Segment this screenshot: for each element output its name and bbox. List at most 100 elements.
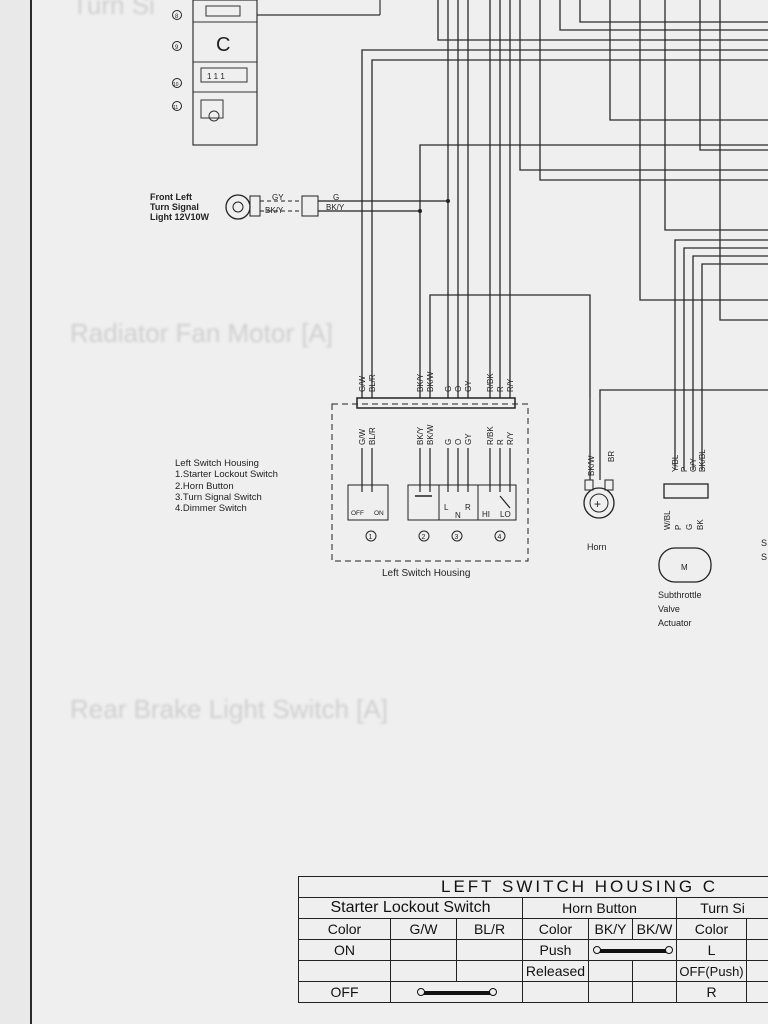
wire-label: R xyxy=(496,386,505,392)
left-switch-housing-table: LEFT SWITCH HOUSING C Starter Lockout Sw… xyxy=(297,876,768,1009)
wire-label: GY xyxy=(464,380,473,392)
wire-label: R/BK xyxy=(486,373,495,392)
empty-cell xyxy=(745,960,768,982)
motor-icon xyxy=(658,547,712,583)
turn-l-label: L xyxy=(444,503,449,512)
dimmer-contact-icon xyxy=(499,495,511,509)
actuator-wire-label: G/Y xyxy=(689,458,698,472)
horn-wire-bkw: BK/W xyxy=(587,455,596,476)
housing-wire-label: G xyxy=(444,439,453,445)
ghost-title-radiator: Radiator Fan Motor [A] xyxy=(70,318,333,348)
housing-legend: Left Switch Housing 1.Starter Lockout Sw… xyxy=(175,458,278,514)
empty-cell xyxy=(456,939,523,961)
wire-label: G/W xyxy=(358,376,367,392)
meter-markers: 8 9 10 11 xyxy=(172,10,182,111)
housing-connector xyxy=(356,397,516,409)
meter-indicator-glyph: 1 1 1 xyxy=(207,72,225,81)
continuity-bar-icon xyxy=(592,946,673,955)
wire-label: G xyxy=(444,386,453,392)
housing-caption: Left Switch Housing xyxy=(382,568,470,579)
off-cell: OFF xyxy=(298,981,391,1003)
marker-9: 9 xyxy=(175,45,179,51)
marker-8: 8 xyxy=(175,14,179,20)
left-switch-housing: G/W BL/R BK/Y BK/W G O GY R/BK R R/Y OFF… xyxy=(331,397,529,579)
edge-text: S xyxy=(761,538,767,548)
connector-icon xyxy=(301,195,319,217)
table-title: LEFT SWITCH HOUSING C xyxy=(297,876,768,898)
turn-signal-label-2: Turn Signal xyxy=(150,202,199,212)
ghost-title-rear-brake: Rear Brake Light Switch [A] xyxy=(70,694,388,724)
on-label: ON xyxy=(374,510,384,517)
empty-cell xyxy=(588,981,633,1003)
wire-bundle xyxy=(361,0,768,470)
wire-label: BK/Y xyxy=(416,373,425,392)
motor-label: M xyxy=(681,563,688,572)
actuator-label-3: Actuator xyxy=(658,618,692,628)
horn-icon xyxy=(583,487,615,519)
gw-header: G/W xyxy=(390,918,457,940)
housing-wire-label: R xyxy=(496,439,505,445)
actuator-wire-label: W/BL xyxy=(663,510,672,530)
actuator-label-1: Subthrottle xyxy=(658,590,702,600)
horn-plus-icon: + xyxy=(594,497,601,511)
legend-line: 3.Turn Signal Switch xyxy=(175,492,262,503)
marker-10: 10 xyxy=(173,82,179,88)
wire-label: BL/R xyxy=(368,374,377,392)
turn-r-label: R xyxy=(465,503,471,512)
horn-component: BK/W BR + Horn xyxy=(583,398,616,552)
color-header: Color xyxy=(298,918,391,940)
housing-wire-label: GY xyxy=(464,433,473,445)
on-cell: ON xyxy=(298,939,391,961)
housing-wire-label: BK/Y xyxy=(416,426,425,445)
meter-c-icon: C xyxy=(216,34,230,56)
empty-cell xyxy=(298,960,391,982)
wire-label: BK/W xyxy=(426,371,435,392)
circle-num-3: 3 xyxy=(455,534,459,541)
meter-lcd-icon xyxy=(205,5,241,17)
wire-label: R/Y xyxy=(506,378,515,392)
turn-off-push-cell: OFF(Push) xyxy=(676,960,747,982)
housing-wire-label: R/Y xyxy=(506,431,515,445)
legend-line: 1.Starter Lockout Switch xyxy=(175,469,278,480)
dimmer-lo-label: LO xyxy=(500,510,511,519)
meter-indicator-icon xyxy=(200,67,248,83)
manual-page xyxy=(30,0,768,1024)
continuity-bar-cell xyxy=(390,981,523,1003)
legend-line: 2.Horn Button xyxy=(175,481,234,492)
continuity-bar-cell xyxy=(588,939,677,961)
continuity-bar-icon xyxy=(416,988,497,997)
push-cell: Push xyxy=(522,939,589,961)
edge-text: S xyxy=(761,552,767,562)
horn-inner-icon xyxy=(589,493,609,513)
empty-cell xyxy=(390,960,457,982)
housing-wire-label: G/W xyxy=(358,429,367,445)
circle-num-1: 1 xyxy=(369,534,373,541)
legend-line: 4.Dimmer Switch xyxy=(175,503,247,514)
actuator-connector xyxy=(663,483,709,499)
legend-line: Left Switch Housing xyxy=(175,458,259,469)
released-cell: Released xyxy=(522,960,589,982)
wire-label: O xyxy=(454,386,463,392)
turn-r-cell: R xyxy=(676,981,747,1003)
ghost-title-top: Turn Si xyxy=(72,0,155,20)
empty-cell xyxy=(745,918,768,940)
switch-group-box xyxy=(407,484,517,521)
empty-cell xyxy=(632,960,677,982)
housing-wire-label: O xyxy=(454,439,463,445)
horn-label: Horn xyxy=(587,542,607,552)
housing-wire-label: R/BK xyxy=(486,426,495,445)
color-header: Color xyxy=(676,918,747,940)
subthrottle-actuator: Y/BL P G/Y BK/BL W/BL P G BK M Subthrott… xyxy=(658,449,767,628)
actuator-wire-label: BK xyxy=(696,519,705,530)
dimmer-hi-label: HI xyxy=(482,510,490,519)
bulb-icon xyxy=(225,194,251,220)
actuator-wire-label: Y/BL xyxy=(671,454,680,472)
actuator-wire-label: BK/BL xyxy=(698,449,707,472)
meter-lamp-icon xyxy=(208,110,220,122)
turn-signal-label-1: Front Left xyxy=(150,192,192,202)
housing-outline xyxy=(331,403,529,562)
connector-icon xyxy=(249,195,261,217)
horn-button-header: Horn Button xyxy=(522,897,677,919)
turn-signal-header: Turn Si xyxy=(675,897,768,919)
upper-wire-labels: G/W BL/R BK/Y BK/W G O GY R/BK R R/Y xyxy=(358,371,515,392)
